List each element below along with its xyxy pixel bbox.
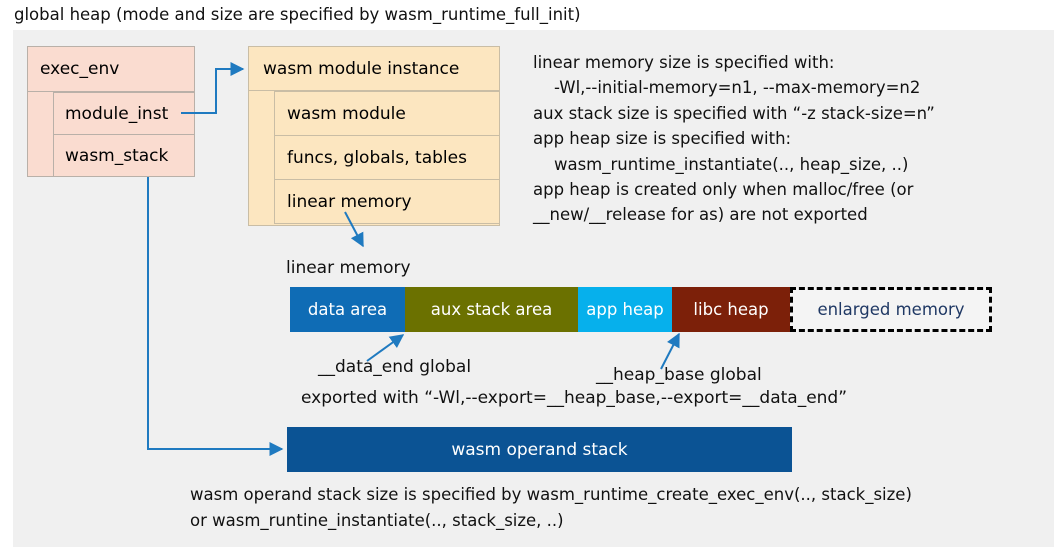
memory-segment-app-heap: app heap — [578, 287, 672, 332]
memory-segment-enlarged-memory: enlarged memory — [790, 287, 992, 332]
module-instance-field-funcs-globals-tables: funcs, globals, tables — [274, 135, 500, 180]
wasm-module-instance-header: wasm module instance — [248, 46, 500, 91]
linear-memory-note: linear memory size is specified with: -W… — [533, 53, 935, 225]
memory-segment-aux-stack-area: aux stack area — [405, 287, 578, 332]
annotation-heap-base: __heap_base global — [596, 365, 762, 385]
memory-segment-libc-heap: libc heap — [672, 287, 790, 332]
linear-memory-caption: linear memory — [286, 258, 411, 278]
module-instance-field-linear-memory: linear memory — [274, 179, 500, 224]
annotation-data-end: __data_end global — [318, 357, 472, 377]
page-title: global heap (mode and size are specified… — [14, 5, 581, 24]
operand-stack-note: wasm operand stack size is specified by … — [190, 485, 912, 530]
exec-env-field-module-inst: module_inst — [53, 92, 195, 135]
wasm-operand-stack-box: wasm operand stack — [287, 427, 792, 472]
module-instance-field-wasm-module: wasm module — [274, 91, 500, 136]
exec-env-field-wasm-stack: wasm_stack — [53, 134, 195, 177]
annotation-exported-with: exported with “-Wl,--export=__heap_base,… — [301, 388, 848, 408]
exec-env-header: exec_env — [27, 46, 195, 92]
memory-segment-data-area: data area — [290, 287, 405, 332]
